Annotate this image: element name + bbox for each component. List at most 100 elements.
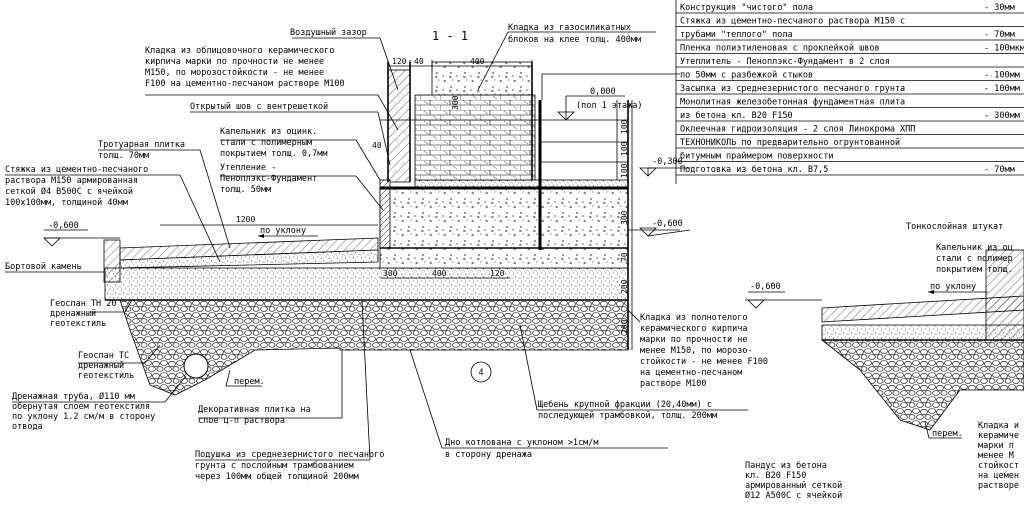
solid-brick-masonry [414, 94, 536, 181]
legend-thickness-1: - 30мм [984, 3, 1015, 13]
legend-thickness-4: - 100мкм [984, 44, 1024, 54]
label-curb: Бортовой камень [5, 262, 82, 272]
dim-300-b: 300 [620, 210, 629, 225]
label-sand-base-line-1: Подушка из среднезернистого песчаного [195, 450, 384, 460]
label-screed-line-2: раствора М150 армированная [5, 176, 138, 186]
level-zero: 0,000 [590, 87, 616, 97]
label-right-brick-line-2: керамиче [978, 431, 1019, 441]
label-right-brick-line-6: на цемен [978, 471, 1019, 481]
label-pit-bottom-line-2: в сторону дренажа [445, 450, 532, 460]
legend-thickness-7: - 100мм [984, 84, 1020, 94]
label-insulation-line-3: толщ. 50мм [220, 185, 271, 195]
sand-cushion [104, 267, 629, 301]
label-drip-line-2: стали с полимерным [220, 138, 312, 148]
label-right-drip-line-3: покрытием толщ. [936, 265, 1013, 275]
label-aerated-1: Кладка из газосиликатных [508, 23, 631, 33]
level-zero-note: (пол 1 этажа) [576, 101, 643, 111]
label-geo-th20-line-3: геотекстиль [50, 319, 106, 329]
dim-300: 300 [451, 95, 460, 110]
legend-row-10: Оклеечная гидроизоляция - 2 слоя Линокро… [680, 125, 915, 135]
detail-circle-number: 4 [478, 368, 483, 378]
label-drain-pipe-line-3: по уклону 1.2 см/м в сторону [12, 412, 155, 422]
label-drip-line-3: покрытием толщ. 0,7мм [220, 149, 327, 159]
label-ramp-line-4: Ø12 А500С с ячейкой [745, 490, 842, 501]
label-perem-right: перем. [932, 429, 963, 439]
legend-row-9: из бетона кл. В20 F150 [680, 110, 793, 121]
label-plaster: Тонкослойная штукат [906, 222, 1003, 232]
label-drain-pipe-line-4: отвода [12, 422, 43, 432]
label-sidewalk-line-1: Тротуарная плитка [98, 140, 185, 150]
concrete-prep [379, 247, 629, 269]
dim-40-b: 40 [372, 141, 382, 150]
drain-pipe [183, 353, 209, 379]
label-sand-base-line-3: через 100мм общей толщиной 200мм [195, 471, 359, 482]
legend-row-2: Стяжка из цементно-песчаного раствора М1… [680, 17, 905, 27]
right-gravel [820, 339, 1024, 431]
label-cladding-line-4: F100 на цементно-песчаном растворе М100 [145, 79, 345, 89]
label-cladding-line-2: кирпича марки по прочности не менее [145, 57, 324, 67]
label-solid-brick-line-2: керамического кирпича [640, 324, 747, 334]
legend-row-3: трубами "теплого" пола [680, 29, 793, 40]
label-insulation-line-1: Утепление - [220, 163, 276, 173]
label-right-drip-line-1: Капельник из оц [936, 243, 1013, 253]
legend-row-6: по 50мм с разбежкой стыков [680, 70, 813, 81]
label-drain-pipe-line-1: Дренажная труба, Ø110 мм [12, 391, 135, 402]
right-pavement [821, 295, 1024, 323]
label-geo-tc-line-3: геотекстиль [78, 371, 134, 381]
label-geo-tc-line-2: дренажный [78, 361, 124, 371]
legend-row-12: битумным праймером поверхности [680, 151, 834, 162]
label-screed-line-4: 100х100мм, толщиной 40мм [5, 198, 128, 208]
label-drip-line-1: Капельник из оцинк. [220, 127, 317, 137]
dim-200-b: 200 [620, 319, 629, 334]
label-drain-pipe-line-2: обернутая слоем геотекстиля [12, 401, 150, 412]
legend-row-7: Засыпка из среднезернистого песчаного гр… [680, 84, 905, 94]
level-marks [43, 95, 785, 309]
dim-100-a: 100 [620, 119, 629, 134]
label-solid-brick-line-3: марки по прочности не [640, 335, 747, 345]
legend-row-8: Монолитная железобетонная фундаментная п… [680, 97, 905, 108]
label-solid-brick-line-4: менее М150, по морозо- [640, 346, 753, 356]
label-ramp-line-3: армированный сеткой [745, 481, 842, 491]
label-cladding-line-1: Кладка из облицовочного керамического [145, 45, 334, 56]
label-perem-left: перем. [234, 377, 265, 387]
curb-stone [103, 239, 121, 283]
dim-200-a: 200 [620, 279, 629, 294]
dim-400: 400 [470, 57, 485, 66]
label-right-brick-line-3: марки п [978, 441, 1014, 451]
dim-70: 70 [620, 252, 629, 262]
label-deco-tile-line-1: Декоративная плитка на [198, 405, 311, 415]
label-screed-line-3: сеткой Ø4 В500С с ячейкой [5, 186, 133, 197]
slope-label-right: по уклону [930, 282, 976, 292]
label-aerated-2: блоков на клее толщ. 400мм [508, 34, 641, 45]
dim-1200: 1200 [236, 215, 255, 224]
label-deco-tile-line-2: слое ц-п раствора [198, 416, 285, 426]
legend-row-5: Утеплитель - Пеноплэкс-Фундамент в 2 сло… [680, 57, 890, 67]
legend-row-11: ТЕХНОНИКОЛЬ по предварительно огрунтован… [680, 138, 900, 148]
label-solid-brick-line-6: на цементно-песчаном [640, 368, 742, 378]
dim-400-b: 400 [432, 269, 447, 278]
label-solid-brick-line-1: Кладка из полнотелого [640, 313, 747, 323]
right-brick [985, 249, 1024, 341]
legend-row-13: Подготовка из бетона кл. В7,5 [680, 164, 828, 175]
label-sand-base-line-2: грунта с послойным трамбованием [195, 460, 354, 471]
label-sidewalk-line-2: толщ. 70мм [98, 151, 149, 161]
label-air-gap: Воздушный зазор [290, 28, 367, 38]
insulation-panel [379, 179, 391, 249]
dim-100-b: 100 [620, 141, 629, 156]
label-right-drip-line-2: стали с полимер [936, 254, 1013, 264]
dim-120: 120 [392, 57, 407, 66]
label-ramp-line-1: Пандус из бетона [745, 460, 827, 471]
label-cladding-line-3: М150, по морозостойкости - не менее [145, 68, 324, 78]
label-ramp-line-2: кл. В20 F150 [745, 471, 806, 481]
level-minus-600-right: -0,600 [652, 219, 683, 229]
legend-row-4: Пленка полиэтиленовая с проклейкой швов [680, 44, 880, 54]
label-geo-th20-line-2: дренажный [50, 309, 96, 319]
legend-thickness-9: - 300мм [984, 111, 1020, 121]
label-right-brick-line-4: менее М [978, 451, 1014, 461]
label-screed-line-1: Стяжка из цементно-песчаного [5, 165, 148, 175]
label-open-joint: Открытый шов с вентрешеткой [190, 102, 328, 112]
label-gravel-line-1: Щебень крупной фракции (20,40мм) с [538, 399, 712, 410]
dim-100-c: 100 [620, 163, 629, 178]
dim-300-c: 300 [383, 269, 398, 278]
